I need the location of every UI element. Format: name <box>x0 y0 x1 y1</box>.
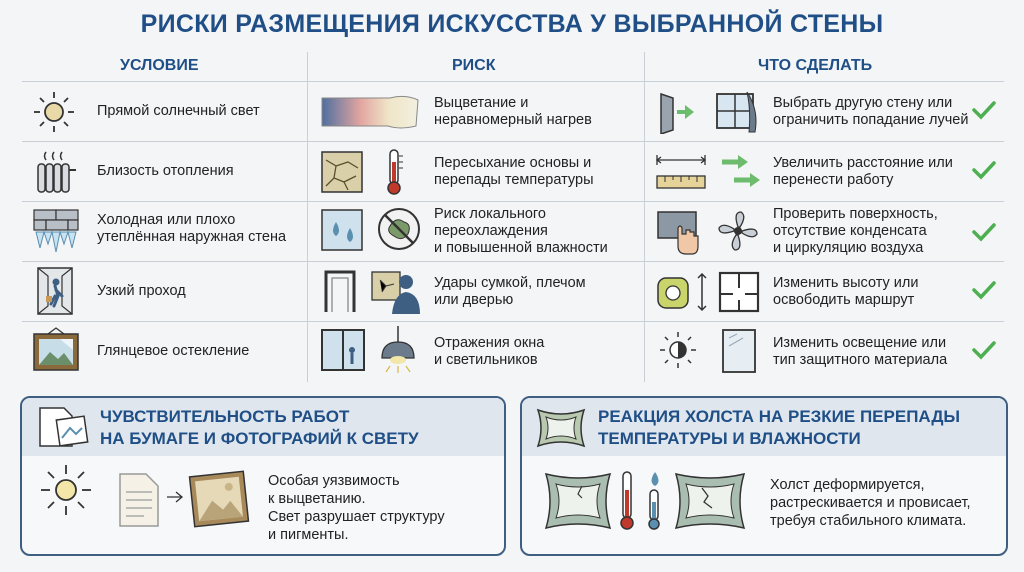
door-frame-icon <box>324 270 356 312</box>
no-mold-icon <box>378 208 420 250</box>
ceiling-lamp-icon <box>381 326 415 373</box>
condition-text: Прямой солнечный свет <box>97 103 260 119</box>
document-icon <box>119 473 159 527</box>
tape-measure-icon <box>657 272 707 312</box>
door-exit-icon <box>660 92 694 134</box>
paper-photo-icon <box>39 407 89 447</box>
check-icon <box>972 341 996 360</box>
column-header-risk: РИСК <box>452 57 496 74</box>
window-curtain-icon <box>716 91 757 133</box>
arrow-right-icon <box>167 491 184 503</box>
water-drops-icon <box>321 209 363 251</box>
action-text: Проверить поверхность,отсутствие конденс… <box>773 206 938 256</box>
page-title: РИСКИ РАЗМЕЩЕНИЯ ИСКУССТВА У ВЫБРАННОЙ С… <box>140 10 884 38</box>
thermometer-icon <box>620 471 634 530</box>
cracked-surface-icon <box>321 151 363 193</box>
thermometer-icon <box>387 149 403 195</box>
panel-text: Холст деформируется,растрескивается и пр… <box>770 477 971 529</box>
column-header-condition: УСЛОВИЕ <box>120 57 199 74</box>
cracked-canvas-icon <box>674 472 746 530</box>
narrow-passage-icon <box>37 267 73 315</box>
sagging-canvas-icon <box>544 472 612 530</box>
half-light-icon <box>660 332 696 368</box>
window-icon <box>321 329 365 371</box>
framed-picture-icon <box>33 327 79 371</box>
condition-text: Узкий проход <box>97 283 186 299</box>
sun-icon <box>41 465 91 515</box>
check-icon <box>972 101 996 120</box>
cold-wall-icon <box>33 209 79 253</box>
touch-surface-icon <box>657 211 699 255</box>
faded-gradient-icon <box>321 95 419 129</box>
distance-ruler-icon <box>655 155 707 189</box>
radiator-icon <box>37 151 76 193</box>
check-icon <box>972 281 996 300</box>
glass-panel-icon <box>722 329 756 373</box>
floor-plan-icon <box>718 271 760 313</box>
column-header-action: ЧТО СДЕЛАТЬ <box>758 57 873 74</box>
move-arrows-icon <box>722 155 760 187</box>
condition-text: Близость отопления <box>97 163 234 179</box>
humidity-icon <box>648 472 660 530</box>
check-icon <box>972 161 996 180</box>
fan-icon <box>718 211 758 251</box>
faded-photo-icon <box>188 470 250 528</box>
check-icon <box>972 223 996 242</box>
shoulder-bump-icon <box>371 271 420 314</box>
sun-icon <box>34 92 74 132</box>
warped-canvas-icon <box>536 408 586 448</box>
condition-text: Глянцевое остекление <box>97 343 250 359</box>
